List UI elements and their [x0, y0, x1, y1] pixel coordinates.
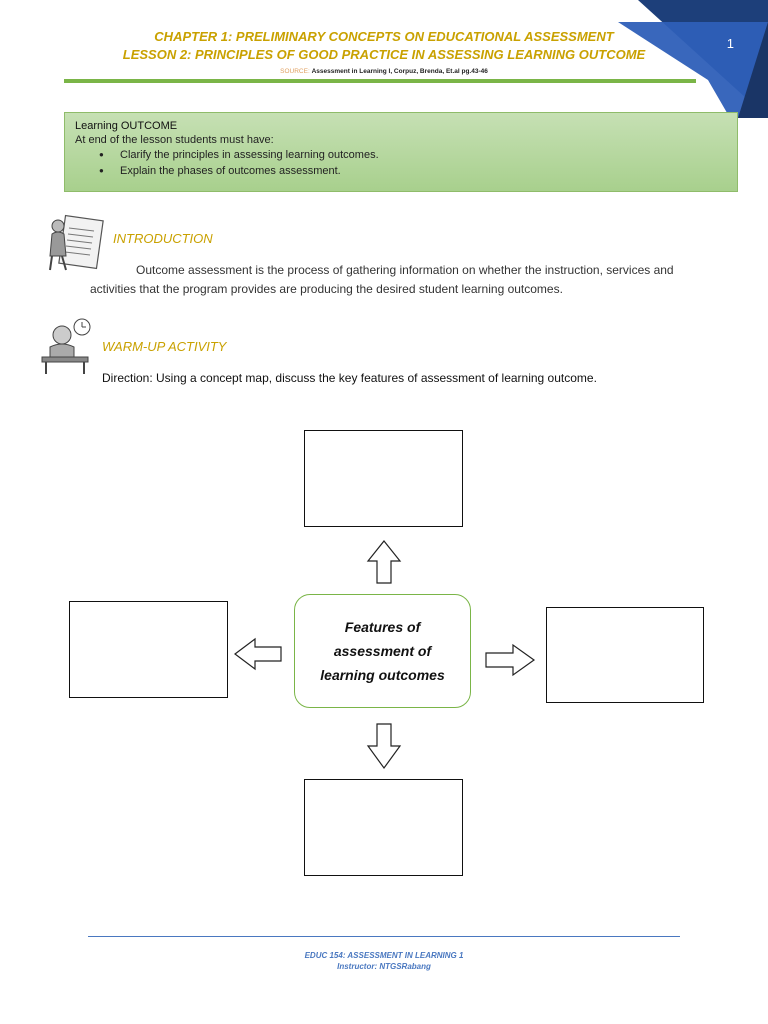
footer-divider: [88, 936, 680, 937]
concept-box-left: [69, 601, 228, 698]
center-line-3: learning outcomes: [320, 667, 445, 683]
center-line-2: assessment of: [333, 643, 432, 659]
footer-instructor: Instructor: NTGSRabang: [337, 962, 431, 971]
list-item: Explain the phases of outcomes assessmen…: [75, 163, 727, 179]
outcome-list: Clarify the principles in assessing lear…: [75, 147, 727, 179]
outcome-title: Learning OUTCOME: [75, 120, 178, 132]
arrow-right-icon: [485, 643, 536, 677]
student-reading-icon: [49, 214, 104, 271]
header-divider: [64, 79, 696, 83]
document-footer: EDUC 154: ASSESSMENT IN LEARNING 1 Instr…: [0, 950, 768, 972]
arrow-left-icon: [234, 637, 282, 671]
student-studying-icon: [41, 318, 91, 374]
outcome-intro: At end of the lesson students must have:: [75, 134, 274, 146]
page-number: 1: [726, 36, 734, 51]
footer-course: EDUC 154: ASSESSMENT IN LEARNING 1: [304, 951, 464, 960]
concept-box-right: [546, 607, 704, 703]
introduction-text: Outcome assessment is the process of gat…: [90, 263, 674, 296]
list-item: Clarify the principles in assessing lear…: [75, 147, 727, 163]
concept-map-center: Features of assessment of learning outco…: [294, 594, 471, 708]
center-line-1: Features of: [344, 619, 421, 635]
source-line: SOURCE: Assessment in Learning I, Corpuz…: [0, 68, 768, 75]
learning-outcome-box: Learning OUTCOME At end of the lesson st…: [64, 112, 738, 192]
concept-box-bottom: [304, 779, 463, 876]
corner-decoration: [618, 0, 768, 118]
concept-box-top: [304, 430, 463, 527]
warmup-direction: Direction: Using a concept map, discuss …: [102, 371, 597, 385]
source-text: Assessment in Learning I, Corpuz, Brenda…: [311, 68, 488, 75]
lesson-title: LESSON 2: PRINCIPLES OF GOOD PRACTICE IN…: [122, 47, 646, 62]
chapter-title: CHAPTER 1: PRELIMINARY CONCEPTS ON EDUCA…: [154, 29, 614, 44]
warmup-title: WARM-UP ACTIVITY: [102, 339, 227, 354]
arrow-up-icon: [366, 540, 402, 584]
arrow-down-icon: [366, 723, 402, 770]
introduction-title: INTRODUCTION: [113, 231, 213, 246]
source-label: SOURCE:: [280, 68, 312, 75]
